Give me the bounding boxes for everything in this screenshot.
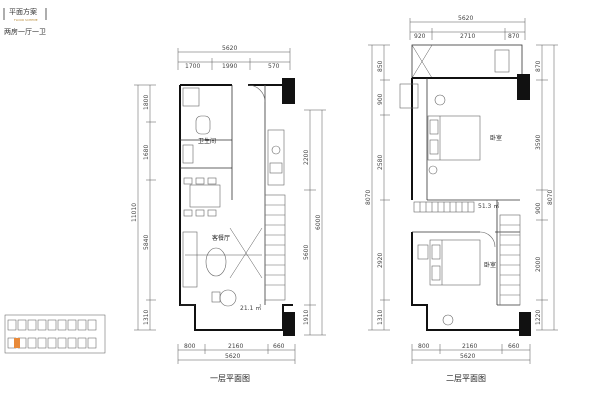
floor1-living-furniture <box>182 227 263 307</box>
kitchen-counter <box>267 129 285 186</box>
floor2-plan: 5620 920 2710 870 8070 850 900 2580 2920… <box>365 15 558 383</box>
bed-icon <box>429 239 481 286</box>
floor2-bottom-seg-1: 800 <box>418 343 430 350</box>
coffee-table-icon <box>205 247 227 277</box>
floor2-staircase <box>499 214 521 306</box>
floor1-entry-door <box>247 84 266 103</box>
floor2-right-seg-5: 1220 <box>535 310 542 325</box>
floor1-bottom-total: 5620 <box>225 353 240 360</box>
floor1-staircase <box>264 194 286 301</box>
floor1-bathroom-fixtures <box>182 87 211 164</box>
floor2-top-dimensions: 5620 920 2710 870 <box>409 15 526 40</box>
floor2-right-seg-1: 870 <box>535 60 542 72</box>
header-tag: 平面方案 <box>9 7 37 16</box>
floor2-right-total: 8070 <box>547 190 554 205</box>
floor1-bottom-seg-1: 800 <box>184 343 196 350</box>
floor2-caption: 二层平面图 <box>446 374 486 383</box>
floor2-left-dimensions: 8070 850 900 2580 2920 1310 <box>365 44 390 331</box>
floor1-dining-set <box>183 177 221 217</box>
floor2-bedroom1-bed <box>427 115 481 161</box>
floor2-bedroom2-bed <box>417 239 481 326</box>
shower-icon <box>182 87 200 107</box>
floor1-kitchen <box>267 129 285 186</box>
floor1-left-seg-2: 1680 <box>143 145 150 160</box>
floor2-bottom-total: 5620 <box>460 353 475 360</box>
floor1-walls <box>179 84 293 331</box>
floor1-left-seg-3: 5840 <box>143 235 150 250</box>
floor1-bottom-seg-2: 2160 <box>228 343 243 350</box>
floor1-top-total: 5620 <box>222 45 237 52</box>
floor1-column-bottom <box>283 312 295 336</box>
toilet-icon <box>195 115 211 135</box>
floor2-top-total: 5620 <box>458 15 473 22</box>
floor1-top-dimensions: 5620 1700 1990 570 <box>177 45 291 70</box>
header-tag-sub: FLOOR SCHEME <box>14 18 38 22</box>
floor1-top-seg-2: 1990 <box>222 63 237 70</box>
floor1-left-total: 11010 <box>131 203 138 222</box>
floor2-bedroom2-label: 卧室 <box>484 261 496 269</box>
floor1-right-seg-1: 2200 <box>303 150 310 165</box>
plant-icon <box>442 314 454 326</box>
floor1-left-seg-4: 1310 <box>143 310 150 325</box>
floor1-top-seg-3: 570 <box>268 63 280 70</box>
floor1-right-seg-2: 5600 <box>303 245 310 260</box>
floor2-top-seg-2: 2710 <box>460 33 475 40</box>
floor2-left-seg-2: 900 <box>377 93 384 105</box>
header: 平面方案 FLOOR SCHEME 两房一厅一卫 <box>3 7 47 36</box>
floor2-area: 51.3 ㎡ <box>478 202 499 210</box>
sofa-icon <box>182 231 198 288</box>
floor2-bedroom2-door <box>479 231 496 248</box>
bed-icon <box>427 115 481 161</box>
floor2-right-seg-4: 2000 <box>535 257 542 272</box>
floor2-bottom-seg-3: 660 <box>508 343 520 350</box>
floor2-bottom-dimensions: 800 2160 660 5620 <box>411 343 531 364</box>
floor2-right-seg-3: 900 <box>535 202 542 214</box>
site-plan-thumbnail <box>4 314 106 354</box>
floor1-left-seg-1: 1800 <box>143 95 150 110</box>
floor2-wardrobe <box>413 201 475 213</box>
floor2-top-seg-3: 870 <box>508 33 520 40</box>
bathtub-icon <box>399 83 419 109</box>
dining-table-icon <box>189 184 221 208</box>
kitchen-sink-icon <box>269 162 283 174</box>
thumbnail-frame <box>4 314 106 354</box>
floor1-right-dimensions: 6000 2200 5600 1910 <box>303 109 326 336</box>
floor1-top-seg-1: 1700 <box>185 63 200 70</box>
floor2-bottom-seg-2: 2160 <box>462 343 477 350</box>
floor1-left-dimensions: 11010 1800 1680 5840 1310 <box>131 84 156 331</box>
header-subtitle: 两房一厅一卫 <box>4 27 46 36</box>
thumbnail-highlight-unit <box>14 338 20 348</box>
thumbnail-units <box>7 319 97 349</box>
floor1-bottom-dimensions: 800 2160 660 5620 <box>177 343 296 364</box>
floor2-balcony <box>411 44 523 79</box>
floor2-top-seg-1: 920 <box>414 33 426 40</box>
floor2-left-seg-1: 850 <box>377 60 384 72</box>
toilet-icon <box>434 94 446 106</box>
plant-icon <box>428 165 438 175</box>
floor1-column-top <box>282 78 295 104</box>
floor1-caption: 一层平面图 <box>210 374 250 383</box>
floor2-column-bottom <box>519 312 531 336</box>
floor1-bottom-seg-3: 660 <box>273 343 285 350</box>
floor2-left-seg-5: 1310 <box>377 310 384 325</box>
floor1-right-seg-3: 1910 <box>303 310 310 325</box>
sink-icon <box>182 144 194 164</box>
floor2-walls <box>411 77 522 331</box>
floor2-right-seg-2: 3590 <box>535 135 542 150</box>
floor2-bedroom1-label: 卧室 <box>490 134 502 142</box>
floor1-right-total: 6000 <box>315 215 322 230</box>
floor1-bath-label: 卫生间 <box>198 137 216 145</box>
floor1-living-label: 客餐厅 <box>212 234 230 242</box>
armchair-icon <box>219 289 237 307</box>
floor2-column-top <box>517 74 530 100</box>
floor2-bathroom-fixtures <box>399 83 446 175</box>
stove-icon <box>271 145 281 155</box>
floor2-left-seg-3: 2580 <box>377 155 384 170</box>
floor2-right-dimensions: 8070 870 3590 900 2000 1220 <box>535 44 558 331</box>
floor1-plan: 5620 1700 1990 570 11010 1800 1680 5840 … <box>131 45 326 383</box>
floor1-area: 21.1 ㎡ <box>240 304 261 312</box>
floor2-left-seg-4: 2920 <box>377 253 384 268</box>
floor2-left-total: 8070 <box>365 190 372 205</box>
